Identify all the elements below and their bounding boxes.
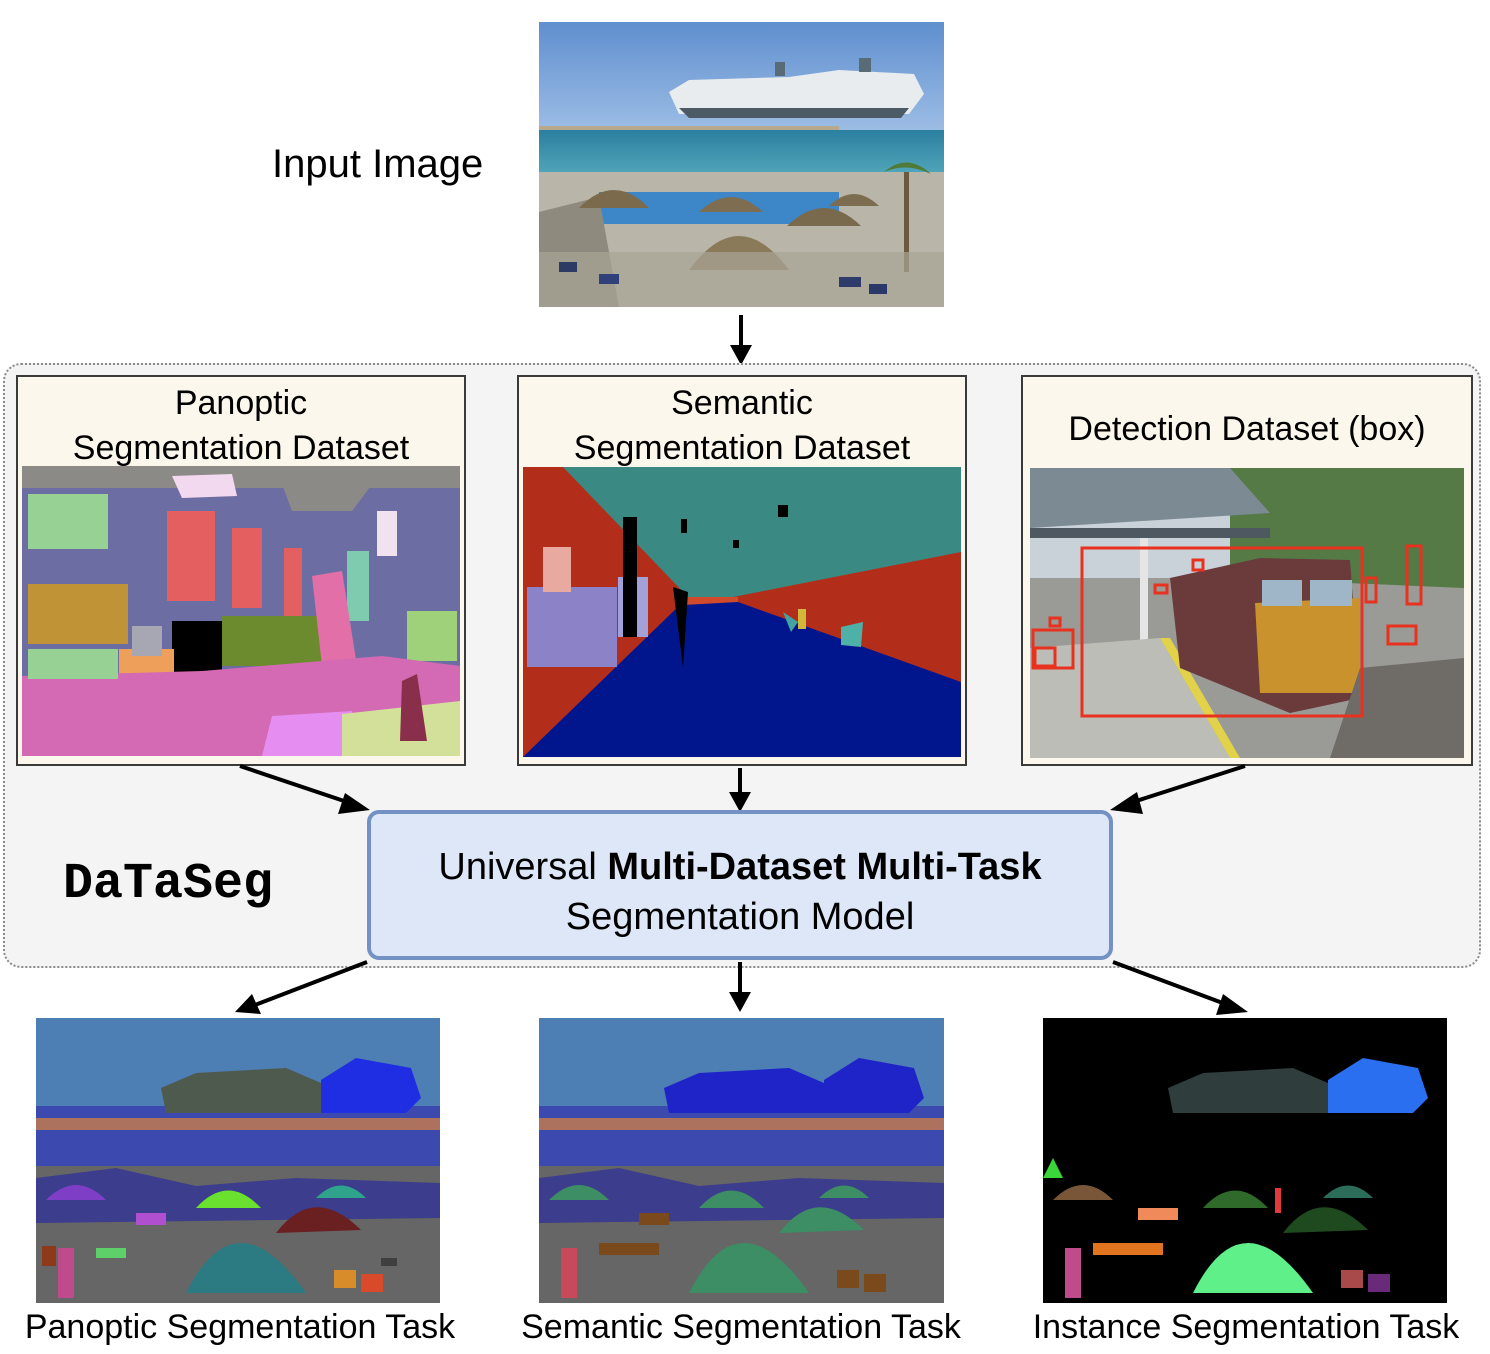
semantic-dataset-title-line1: Semantic [671,384,813,422]
input-image [539,22,944,307]
semantic-task-label: Semantic Segmentation Task [521,1308,961,1346]
detection-dataset-image [1030,468,1464,758]
instance-output-image [1043,1018,1447,1303]
detection-dataset-title: Detection Dataset (box) [1068,410,1426,448]
semantic-dataset-panel: Semantic Segmentation Dataset [517,375,967,766]
model-box: Universal Multi-Dataset Multi-Task Segme… [367,810,1113,960]
brand-name: DaTaSeg [63,856,274,913]
semantic-output-image [539,1018,944,1303]
input-image-label: Input Image [272,142,484,186]
semantic-dataset-title-line2: Segmentation Dataset [573,429,911,467]
semantic-dataset-image [523,467,961,757]
model-title-line2: Segmentation Model [565,896,915,938]
panoptic-dataset-image [22,466,460,756]
panoptic-output-image [36,1018,440,1303]
instance-task-label: Instance Segmentation Task [1032,1308,1460,1346]
panoptic-task-label: Panoptic Segmentation Task [24,1308,456,1346]
model-title-line1: Universal Multi-Dataset Multi-Task [371,842,1109,892]
arrow-input-to-datasets [730,315,752,365]
model-title-bold: Multi-Dataset Multi-Task [607,846,1042,888]
detection-dataset-panel: Detection Dataset (box) [1021,375,1473,766]
panoptic-dataset-title-line1: Panoptic [174,384,308,422]
panoptic-dataset-title-line2: Segmentation Dataset [72,429,410,467]
panoptic-dataset-panel: Panoptic Segmentation Dataset [16,375,466,766]
model-title-prefix: Universal [438,846,608,888]
